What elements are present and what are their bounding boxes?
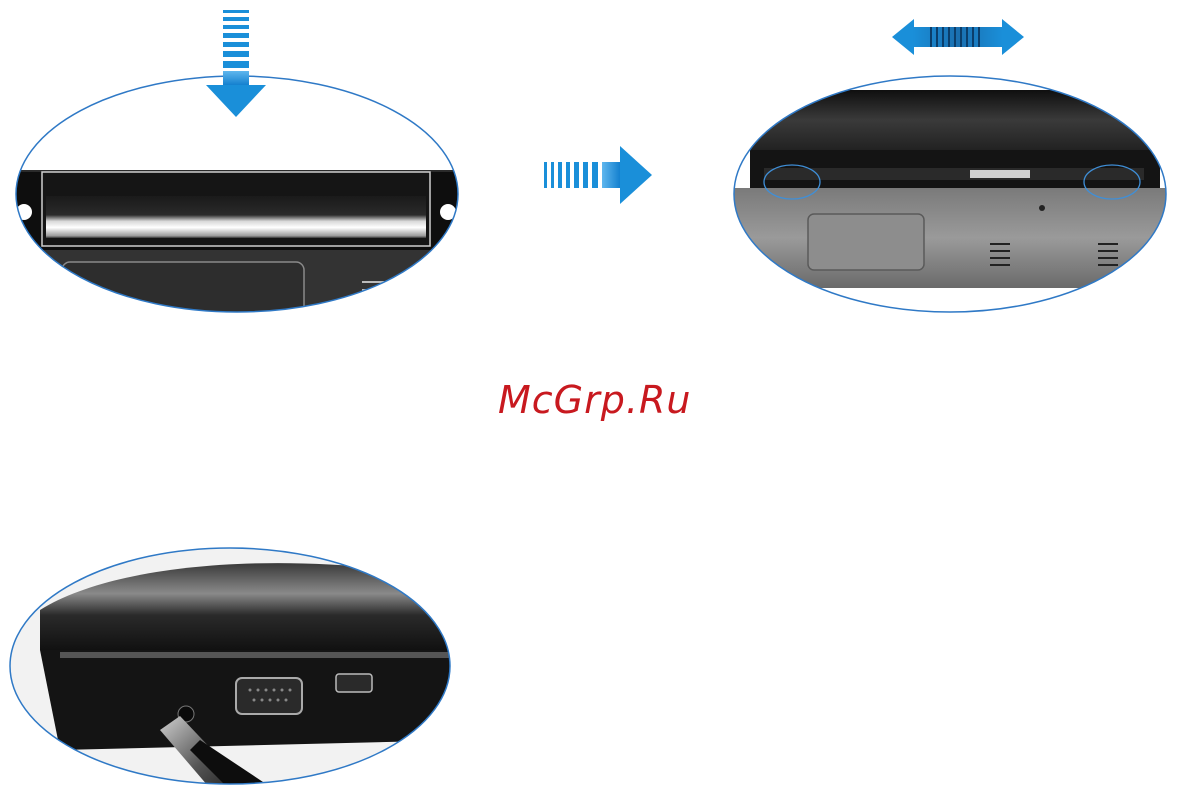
left-right-arrow-icon <box>892 19 1024 55</box>
right-arrow-icon <box>540 144 655 206</box>
battery-insert-closeup <box>0 0 470 320</box>
power-adapter-connection <box>0 540 470 800</box>
battery-installed-bottom <box>720 0 1188 330</box>
watermark: McGrp.Ru <box>498 378 691 422</box>
